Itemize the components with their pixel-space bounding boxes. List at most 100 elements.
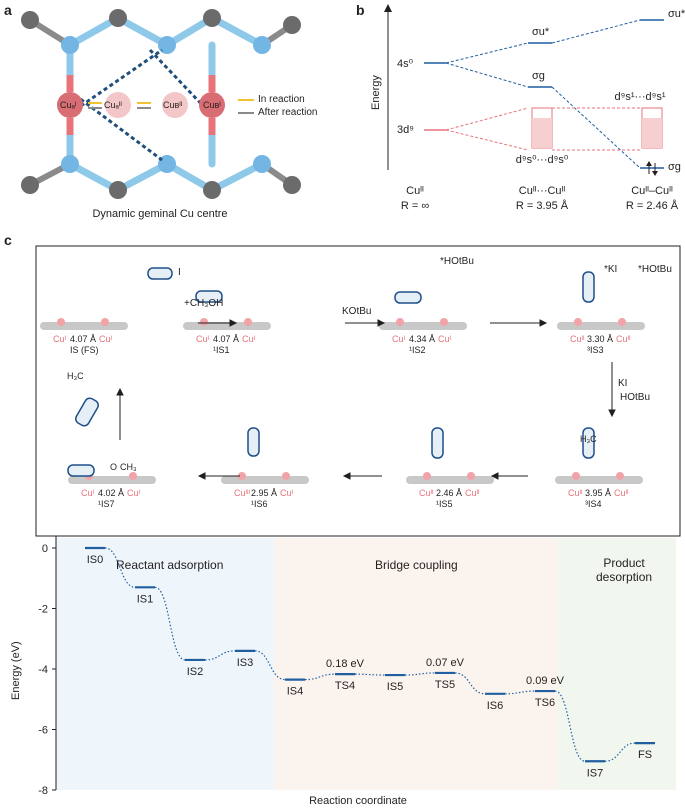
y-tick-label: -2 — [38, 604, 48, 616]
reagent-hotbu-star: *HOtBu — [440, 256, 474, 267]
reagent-methanol: +CH₃OH — [184, 298, 224, 309]
mol-ch3-is7: CH₃ — [120, 462, 137, 472]
orbital-sigma-u-right: σu* — [668, 8, 685, 20]
y-tick-label: 0 — [42, 543, 48, 555]
cu-right-label: Cuᴵᴵ — [614, 488, 629, 498]
panel-a-caption: Dynamic geminal Cu centre — [92, 208, 228, 220]
state-label: IS3 — [237, 657, 254, 669]
reagent-ki: KI — [618, 378, 628, 389]
state-label: TS4 — [335, 680, 355, 692]
panel-c-letter: c — [4, 232, 12, 248]
reagent-hotbu: HOtBu — [620, 392, 651, 403]
legend-in-reaction: In reaction — [258, 94, 305, 105]
mol-h3c: H₃C — [67, 371, 84, 381]
state-distance: 4.02 Å — [98, 488, 125, 498]
mol-o-is7: O — [110, 462, 118, 472]
cu-right-label: Cuᴵᴵ — [616, 334, 631, 344]
legend-after-reaction: After reaction — [258, 107, 318, 118]
state-name: ³IS3 — [587, 345, 604, 355]
cu-right-label: Cuᴵ — [99, 334, 113, 344]
orbital-3d: 3d⁹ — [397, 124, 414, 136]
cu-right-label: Cuᴵ — [280, 488, 294, 498]
atom-label-cua2: Cuₐᴵᴵ — [104, 100, 122, 110]
state-label: TS5 — [435, 679, 455, 691]
state-distance: 2.95 Å — [251, 488, 278, 498]
cu-left-label: Cuᴵ — [196, 334, 210, 344]
cu-left-label: Cuᴵᴵ — [570, 334, 585, 344]
cu-left-label: Cuᴵᴵᴵ — [234, 488, 251, 498]
state-label: FS — [638, 749, 652, 761]
state-label: TS6 — [535, 697, 555, 709]
region-product-desorption: Product desorption — [596, 556, 653, 584]
cu-left-label: Cuᴵ — [53, 334, 67, 344]
y-tick-label: -6 — [38, 725, 48, 737]
surface-slab — [557, 318, 645, 330]
surface-slab — [555, 472, 643, 484]
state-label: IS4 — [287, 686, 304, 698]
col2-top: Cuᴵᴵ···Cuᴵᴵ — [518, 185, 566, 197]
atom-label-cua1: Cuₐᴵ — [60, 100, 77, 110]
profile-connector — [354, 673, 386, 676]
state-label: IS2 — [187, 666, 204, 678]
region-background — [558, 538, 676, 790]
surface-slab — [183, 318, 271, 330]
surface-slab — [406, 472, 494, 484]
state-distance: 4.07 Å — [213, 334, 240, 344]
profile-connector — [554, 690, 586, 762]
orbital-sigma-g-right: σg — [668, 161, 681, 173]
x-axis-label: Reaction coordinate — [309, 795, 407, 807]
region-background — [56, 538, 274, 790]
state-name: ¹IS2 — [409, 345, 426, 355]
surface-slab — [379, 318, 467, 330]
cu-left-label: Cuᴵᴵ — [568, 488, 583, 498]
profile-connector — [404, 672, 436, 676]
state-name: ³IS4 — [585, 499, 602, 509]
panel-b-letter: b — [356, 2, 365, 18]
col3-bottom: R = 2.46 Å — [625, 200, 679, 212]
state-label: IS6 — [487, 700, 504, 712]
y-tick-label: -8 — [38, 785, 48, 797]
region-background — [274, 538, 558, 790]
cu-left-label: Cuᴵ — [81, 488, 95, 498]
state-label: IS7 — [587, 767, 604, 779]
profile-connector — [204, 650, 236, 661]
profile-connector — [254, 650, 286, 681]
barrier-label: 0.18 eV — [326, 658, 365, 670]
surface-slab — [40, 318, 128, 330]
orbital-sigma-g-mid: σg — [532, 70, 545, 82]
mol-h3c-is4: H₃C — [580, 434, 597, 444]
y-tick-label: -4 — [38, 664, 48, 676]
panel-a-letter: a — [4, 2, 12, 18]
state-name: IS (FS) — [70, 345, 99, 355]
cu-right-label: Cuᴵ — [127, 488, 141, 498]
reagent-kotbu: KOtBu — [342, 306, 372, 317]
profile-connector — [504, 690, 536, 695]
region-reactant-adsorption: Reactant adsorption — [116, 558, 224, 572]
state-name: ¹IS5 — [436, 499, 453, 509]
orbital-sigma-u-mid: σu* — [532, 26, 550, 38]
state-distance: 2.46 Å — [436, 488, 463, 498]
state-label: IS5 — [387, 681, 404, 693]
state-distance: 4.07 Å — [70, 334, 97, 344]
surface-slab — [221, 472, 309, 484]
state-name: ¹IS6 — [251, 499, 268, 509]
state-distance: 3.30 Å — [587, 334, 614, 344]
reagent-ki-star: *KI — [604, 264, 618, 275]
profile-connector — [304, 673, 336, 681]
barrier-label: 0.09 eV — [526, 675, 565, 687]
col1-bottom: R = ∞ — [400, 200, 430, 212]
state-label: IS0 — [87, 554, 104, 566]
cu-right-label: Cuᴵ — [242, 334, 256, 344]
atom-label-cub1: Cuʙᴵ — [203, 100, 221, 110]
col3-top: Cuᴵᴵ–Cuᴵᴵ — [631, 185, 673, 197]
region-bridge-coupling: Bridge coupling — [375, 558, 458, 572]
state-distance: 3.95 Å — [585, 488, 612, 498]
state-label: IS1 — [137, 593, 154, 605]
cu-right-label: Cuᴵᴵ — [465, 488, 480, 498]
config-d9s0: d⁹s⁰···d⁹s⁰ — [515, 154, 569, 166]
col2-bottom: R = 3.95 Å — [515, 200, 569, 212]
cu-left-label: Cuᴵᴵ — [419, 488, 434, 498]
